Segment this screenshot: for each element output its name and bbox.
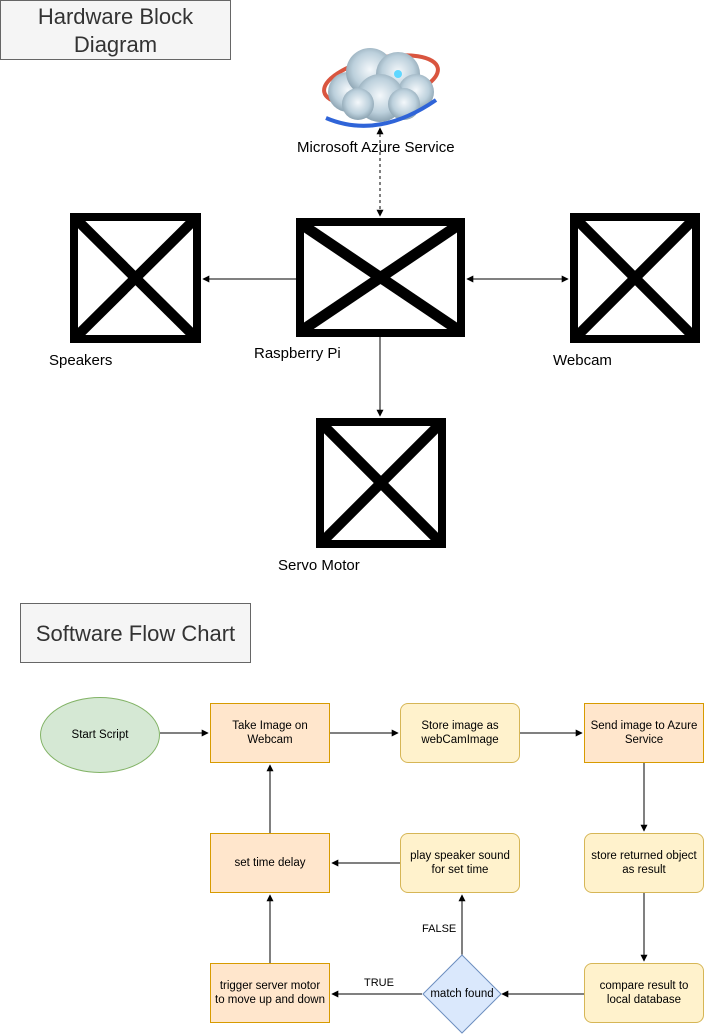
match-found-label: match found [430,988,494,1000]
send-image-node: Send image to Azure Service [584,703,704,763]
false-edge-label: FALSE [420,923,459,935]
speakers-label: Speakers [49,352,113,369]
azure-service-label: Microsoft Azure Service [297,139,455,156]
take-image-node: Take Image on Webcam [210,703,330,763]
raspberry-pi-label: Raspberry Pi [254,345,341,362]
compare-result-node: compare result to local database [584,963,704,1023]
trigger-servo-node: trigger server motor to move up and down [210,963,330,1023]
hardware-diagram-title: Hardware Block Diagram [0,0,231,60]
servo-motor-label: Servo Motor [278,557,360,574]
software-flowchart-title: Software Flow Chart [20,603,251,663]
play-sound-node: play speaker sound for set time [400,833,520,893]
webcam-box [570,213,700,343]
true-edge-label: TRUE [362,977,396,989]
webcam-label: Webcam [553,352,612,369]
azure-cloud-icon [318,40,444,132]
set-delay-node: set time delay [210,833,330,893]
start-script-node: Start Script [40,697,160,773]
store-result-node: store returned object as result [584,833,704,893]
servo-motor-box [316,418,446,548]
store-image-node: Store image as webCamImage [400,703,520,763]
speakers-box [70,213,201,343]
raspberry-pi-box [296,218,465,337]
